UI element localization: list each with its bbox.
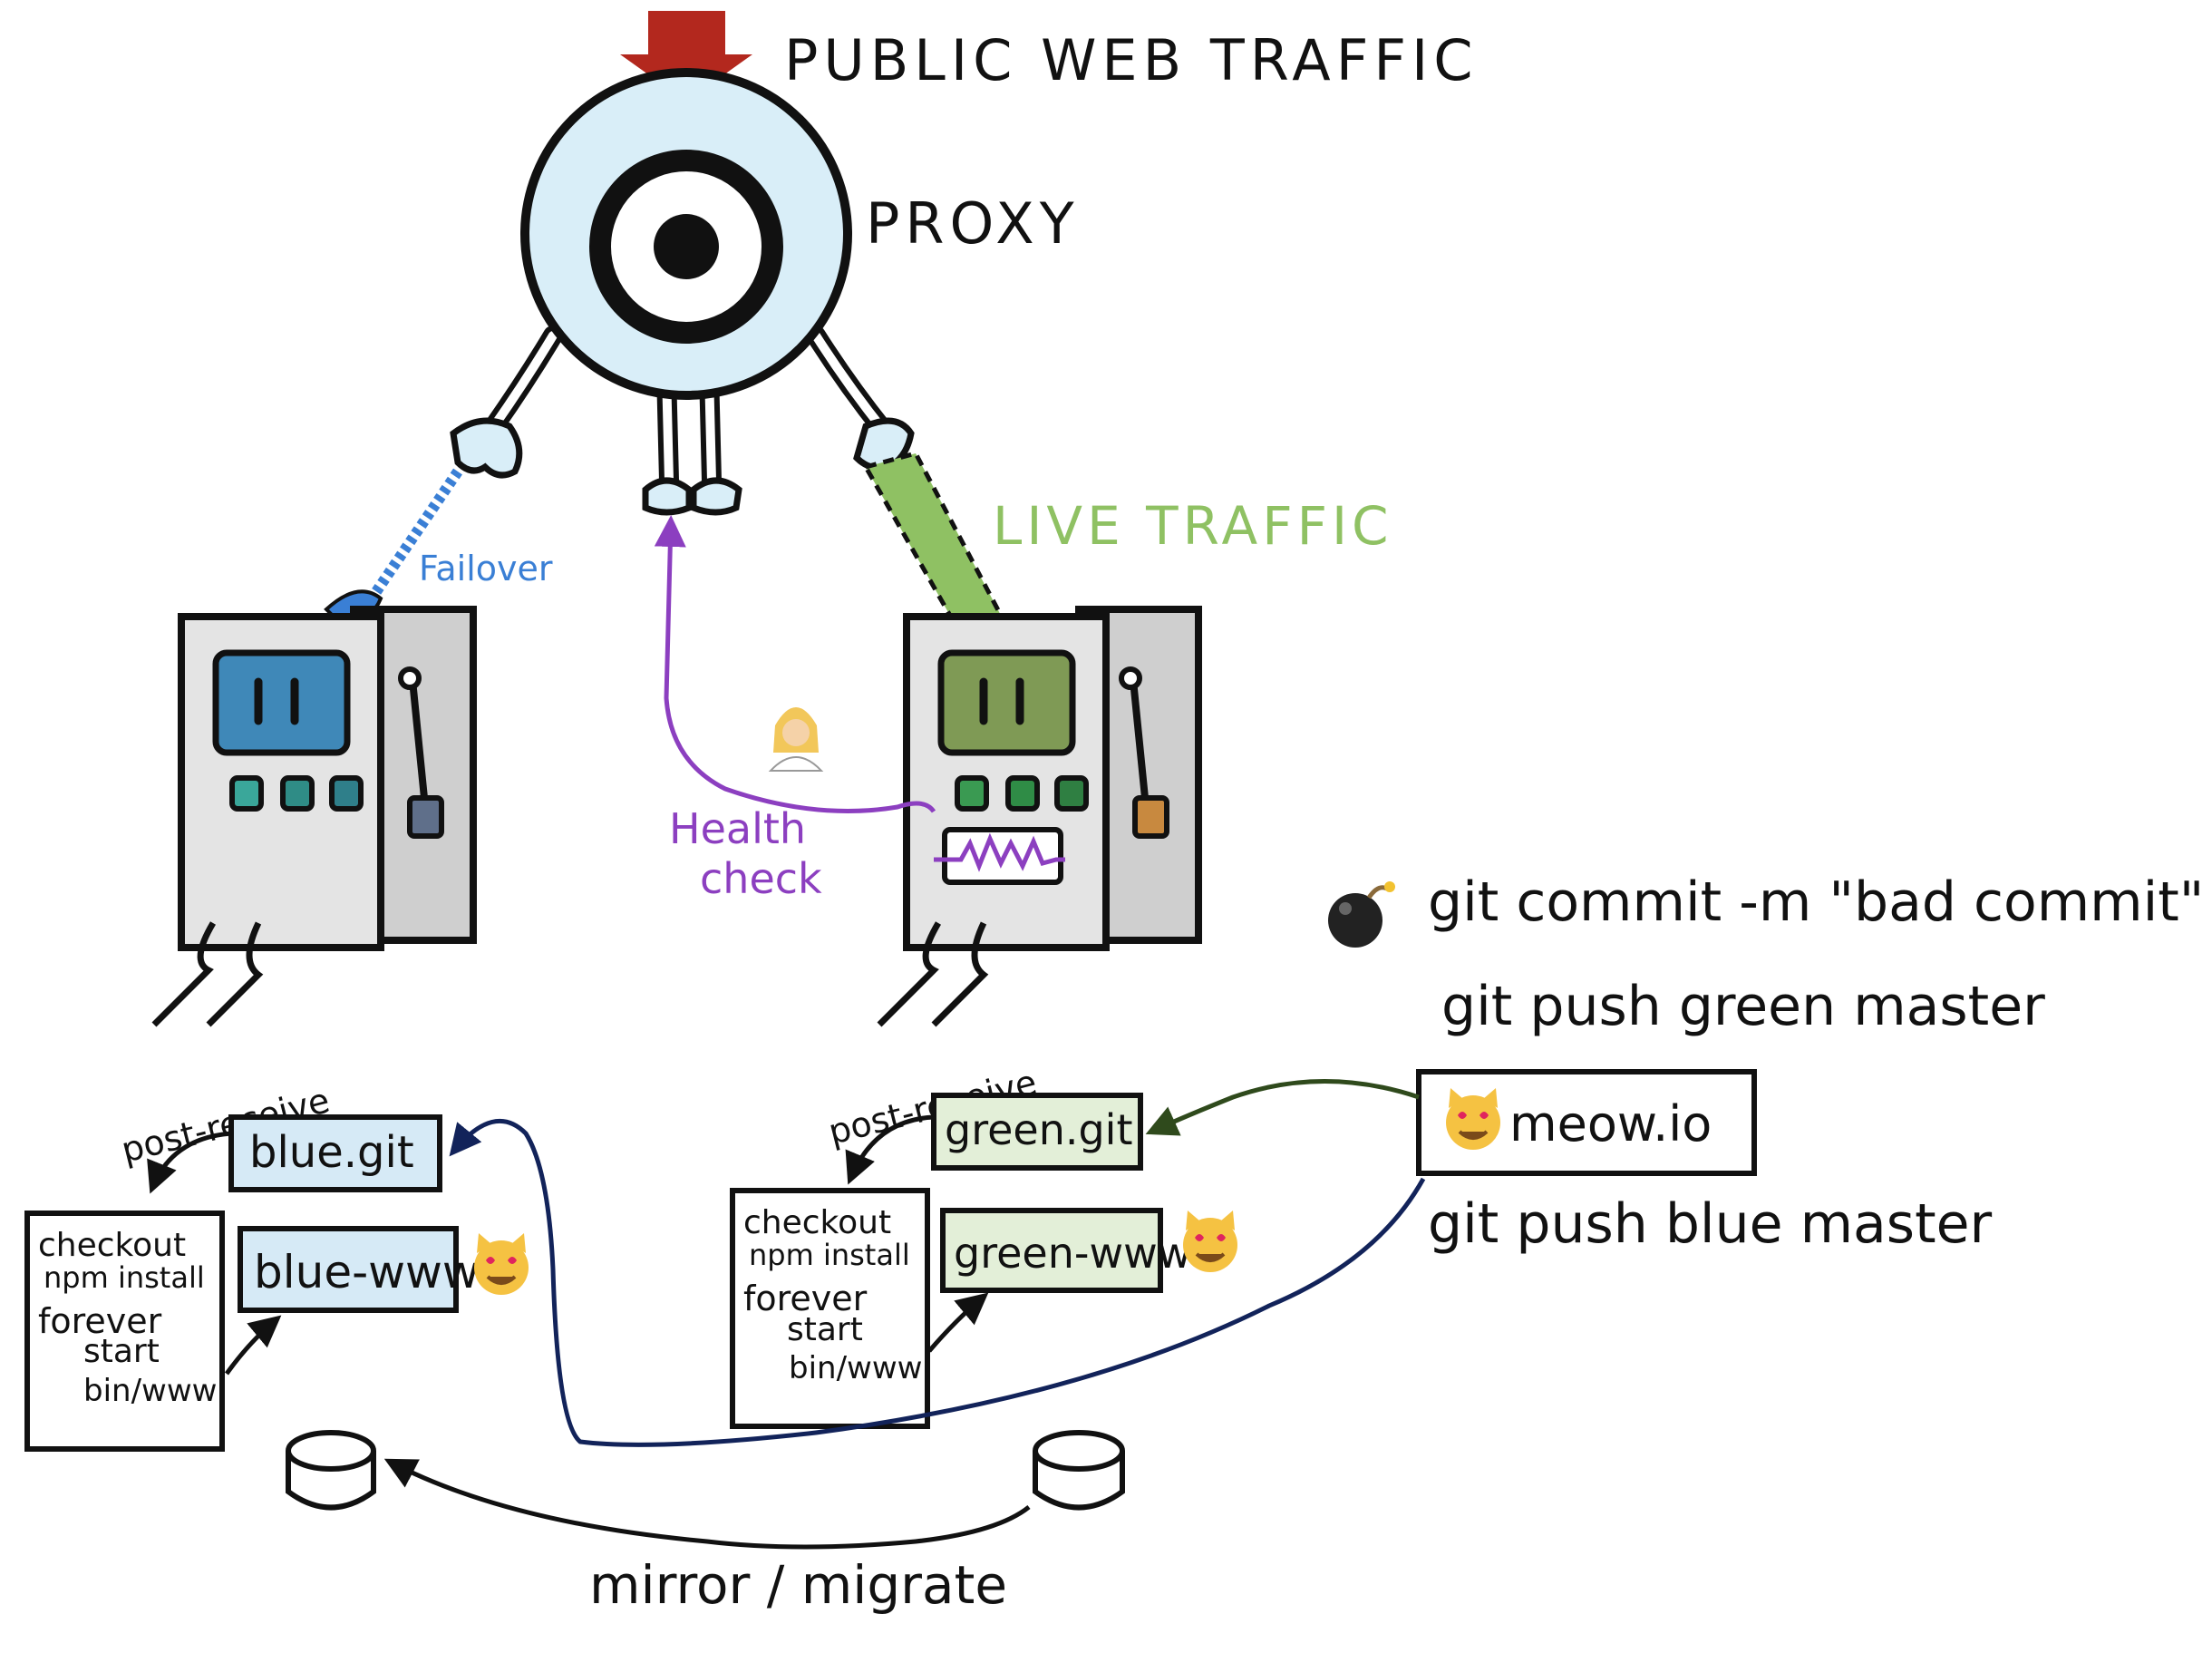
green-step-forever: forever	[743, 1279, 868, 1318]
green-step-npm-install: npm install	[749, 1238, 910, 1272]
health-check-line	[654, 515, 936, 813]
health-check-label-line2: check	[700, 854, 822, 903]
green-deploy-steps	[730, 1188, 930, 1429]
green-step-checkout: checkout	[743, 1204, 891, 1241]
heart-eyes-cat-icon	[1446, 1088, 1500, 1150]
failover-label: Failover	[419, 549, 553, 588]
green-step-bin-www: bin/www	[789, 1350, 922, 1386]
green-server	[877, 606, 1202, 1027]
blue-step-checkout: checkout	[38, 1227, 186, 1264]
git-commit-command: git commit -m "bad commit"	[1428, 870, 2204, 934]
public-web-traffic-label: PUBLIC WEB TRAFFIC	[784, 27, 1479, 93]
mirror-migrate-label: mirror / migrate	[589, 1554, 1007, 1616]
green-git-box[interactable]	[931, 1093, 1143, 1171]
blue-step-forever: forever	[38, 1301, 162, 1341]
health-check-label-line1: Health	[669, 804, 806, 853]
git-push-green-command: git push green master	[1441, 975, 2045, 1038]
green-git-label: green.git	[945, 1105, 1133, 1154]
health-worker-icon	[768, 707, 824, 772]
heartbeat-waveform	[934, 832, 1065, 872]
green-step-start: start	[787, 1311, 863, 1348]
green-www-label: green-www	[954, 1229, 1191, 1278]
blue-step-bin-www: bin/www	[83, 1373, 217, 1409]
blue-step-npm-install: npm install	[44, 1260, 205, 1295]
bomb-icon	[1328, 881, 1395, 948]
green-www-box[interactable]	[940, 1208, 1163, 1293]
blue-database	[286, 1430, 376, 1511]
blue-git-label: blue.git	[249, 1127, 414, 1178]
live-traffic-label: LIVE TRAFFIC	[993, 495, 1393, 557]
blue-www-box[interactable]	[238, 1226, 459, 1313]
push-blue-arrow	[449, 1118, 1426, 1447]
blue-git-box[interactable]	[228, 1114, 442, 1192]
meow-io-label: meow.io	[1509, 1095, 1712, 1152]
git-push-blue-command: git push blue master	[1428, 1192, 1993, 1256]
blue-server	[151, 606, 477, 1027]
blue-step-start: start	[83, 1333, 160, 1370]
proxy-node	[450, 68, 915, 516]
blue-deploy-steps	[24, 1211, 225, 1452]
down-arrow-icon	[620, 11, 752, 102]
live-traffic-connection	[862, 451, 1010, 637]
proxy-label: PROXY	[866, 190, 1080, 257]
heart-eyes-cat-icon	[474, 1233, 529, 1295]
green-database	[1033, 1430, 1125, 1511]
blue-www-label: blue-www	[254, 1246, 480, 1298]
mirror-migrate-arrow	[383, 1458, 1031, 1550]
heart-eyes-cat-icon	[1183, 1211, 1237, 1272]
push-green-arrow	[1145, 1079, 1420, 1136]
